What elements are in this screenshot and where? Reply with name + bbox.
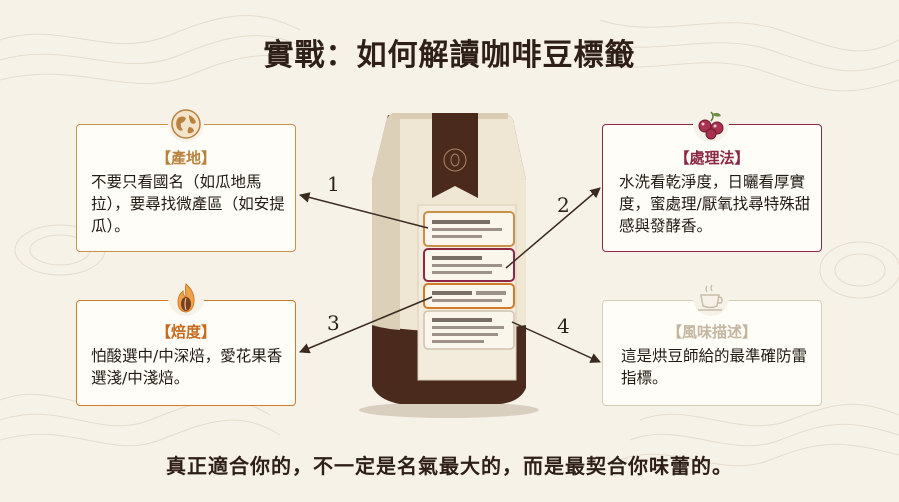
step-number-4: 4 <box>557 314 570 338</box>
flame-bean-icon <box>168 280 204 316</box>
flavor-description: 這是烘豆師給的最準確防雷指標。 <box>621 347 808 387</box>
step-number-1: 1 <box>327 172 340 196</box>
step-number-2: 2 <box>557 193 570 217</box>
roast-card: 【焙度】 怕酸選中/中深焙，愛花果香選淺/中淺焙。 <box>76 300 296 406</box>
process-card: 【處理法】 水洗看乾淨度，日曬看厚實度，蜜處理/厭氧找尋特殊甜感與發酵香。 <box>602 124 822 252</box>
roast-heading: 【焙度】 <box>155 323 216 341</box>
page-title: 實戰：如何解讀咖啡豆標籤 <box>263 38 636 73</box>
flavor-card: 【風味描述】 這是烘豆師給的最準確防雷指標。 <box>602 300 822 406</box>
process-heading: 【處理法】 <box>674 149 750 167</box>
roast-description: 怕酸選中/中深焙，愛花果香選淺/中淺焙。 <box>91 347 283 387</box>
origin-description: 不要只看國名（如瓜地馬拉），要尋找微產區（如安提瓜）。 <box>91 173 285 235</box>
coffee-cherry-icon <box>693 106 729 142</box>
origin-card: 【產地】 不要只看國名（如瓜地馬拉），要尋找微產區（如安提瓜）。 <box>76 124 296 252</box>
coffee-cup-icon <box>693 280 729 316</box>
step-number-3: 3 <box>327 311 340 335</box>
footer-tagline: 真正適合你的，不一定是名氣最大的，而是最契合你味蕾的。 <box>166 454 733 478</box>
origin-heading: 【產地】 <box>155 149 216 167</box>
process-description: 水洗看乾淨度，日曬看厚實度，蜜處理/厭氧找尋特殊甜感與發酵香。 <box>619 173 811 235</box>
flavor-heading: 【風味描述】 <box>666 323 757 341</box>
globe-icon <box>168 106 204 142</box>
